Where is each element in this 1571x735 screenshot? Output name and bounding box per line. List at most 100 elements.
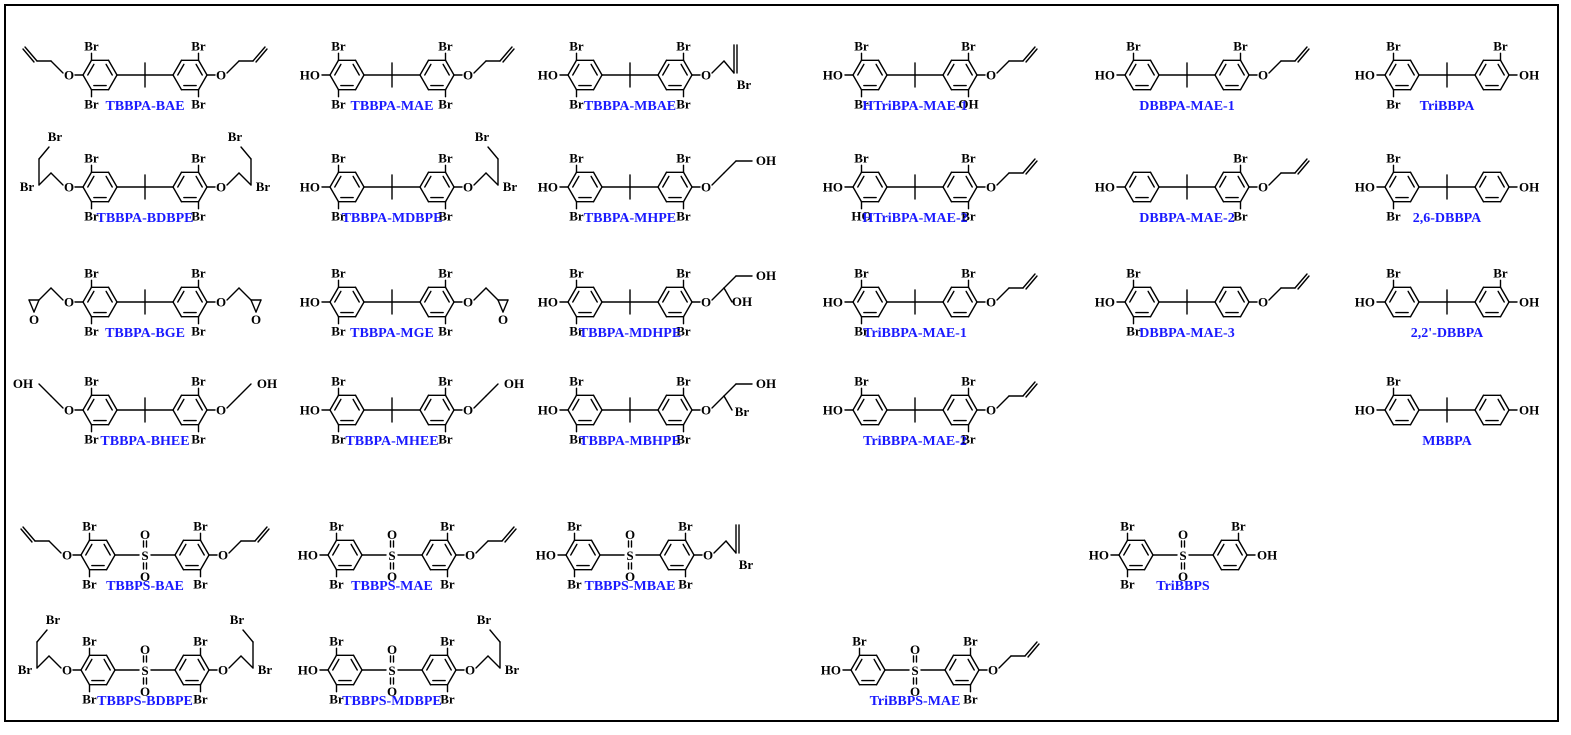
bromine-label: Br: [82, 577, 97, 592]
hydroxyl-label: HO: [298, 548, 318, 563]
compound-name-label: HTriBPA-MAE-1: [862, 99, 967, 114]
bromine-label: Br: [329, 577, 344, 592]
sulfonyl-oxygen-label: O: [910, 642, 920, 657]
bromine-label: Br: [1386, 38, 1401, 53]
compound-name-label: TBBPA-MDBPE: [342, 211, 443, 226]
bromine-label: Br: [569, 324, 584, 339]
bromine-label: Br: [84, 265, 99, 280]
bromine-label: Br: [676, 209, 691, 224]
bromine-label: Br: [676, 324, 691, 339]
bromine-label: Br: [329, 518, 344, 533]
compound-name-label: MBBPA: [1422, 434, 1472, 449]
ether-oxygen-label: O: [1258, 68, 1268, 83]
hydroxyl-label: OH: [756, 268, 776, 283]
compound-name-label: TBBPA-BHEE: [100, 434, 189, 449]
bromine-label: Br: [961, 373, 976, 388]
bromine-label: Br: [191, 432, 206, 447]
hydroxyl-label: OH: [257, 376, 277, 391]
bromine-label: Br: [961, 265, 976, 280]
hydroxyl-label: HO: [298, 663, 318, 678]
bromine-label: Br: [1233, 209, 1248, 224]
bromine-label: Br: [438, 432, 453, 447]
hydroxyl-label: HO: [300, 403, 320, 418]
bromine-label: Br: [191, 150, 206, 165]
hydroxyl-label: HO: [1095, 68, 1115, 83]
sulfonyl-oxygen-label: O: [140, 684, 150, 699]
hydroxyl-label: OH: [504, 376, 524, 391]
bromine-label: Br: [1386, 373, 1401, 388]
bromine-label: Br: [1120, 518, 1135, 533]
bromine-label: Br: [1126, 324, 1141, 339]
ether-oxygen-label: O: [465, 548, 475, 563]
bromine-label: Br: [569, 432, 584, 447]
bromine-label: Br: [1386, 265, 1401, 280]
ether-oxygen-label: O: [463, 295, 473, 310]
bromine-label: Br: [569, 373, 584, 388]
hydroxyl-label: HO: [1089, 548, 1109, 563]
compound-name-label: 2,2'-DBBPA: [1411, 326, 1484, 341]
bromine-label: Br: [84, 324, 99, 339]
bromine-label: Br: [193, 518, 208, 533]
compound-name-label: TriBBPS-MAE: [870, 694, 961, 709]
bromine-label: Br: [854, 324, 869, 339]
sulfonyl-oxygen-label: O: [387, 527, 397, 542]
ether-oxygen-label: O: [703, 548, 713, 563]
hydroxyl-label: OH: [756, 376, 776, 391]
sulfur-label: S: [388, 548, 395, 563]
hydroxyl-label: HO: [538, 295, 558, 310]
compound-name-label: TriBBPS: [1156, 579, 1210, 594]
ether-oxygen-label: O: [64, 180, 74, 195]
compound-name-label: TBBPA-MGE: [350, 326, 434, 341]
bromine-label: Br: [854, 97, 869, 112]
ether-oxygen-label: O: [64, 295, 74, 310]
ether-oxygen-label: O: [1258, 180, 1268, 195]
bromine-label: Br: [329, 692, 344, 707]
compound-name-label: TBBPS-MDBPE: [342, 694, 442, 709]
bromine-label: Br: [331, 150, 346, 165]
bromine-label: Br: [230, 612, 245, 627]
sulfonyl-oxygen-label: O: [625, 569, 635, 584]
sulfonyl-oxygen-label: O: [140, 642, 150, 657]
bromine-label: Br: [1120, 577, 1135, 592]
ether-oxygen-label: O: [701, 180, 711, 195]
bromine-label: Br: [961, 38, 976, 53]
compound-name-label: DBBPA-MAE-1: [1139, 99, 1234, 114]
bromine-label: Br: [475, 129, 490, 144]
bromine-label: Br: [1493, 38, 1508, 53]
compound-name-label: TBBPA-MDHPE: [579, 326, 681, 341]
compound-name-label: TBBPA-BAE: [105, 99, 184, 114]
ether-oxygen-label: O: [988, 663, 998, 678]
ether-oxygen-label: O: [218, 663, 228, 678]
bromine-label: Br: [258, 662, 273, 677]
bromine-label: Br: [84, 432, 99, 447]
sulfonyl-oxygen-label: O: [1178, 527, 1188, 542]
hydroxyl-label: HO: [821, 663, 841, 678]
hydroxyl-label: OH: [1519, 295, 1539, 310]
hydroxyl-label: OH: [756, 153, 776, 168]
ether-oxygen-label: O: [1258, 295, 1268, 310]
bromine-label: Br: [1386, 209, 1401, 224]
bromine-label: Br: [191, 265, 206, 280]
bromine-label: Br: [331, 97, 346, 112]
hydroxyl-label: HO: [823, 68, 843, 83]
sulfur-label: S: [388, 663, 395, 678]
bromine-label: Br: [438, 38, 453, 53]
bromine-label: Br: [46, 612, 61, 627]
bromine-label: Br: [440, 518, 455, 533]
compound-name-label: TriBBPA: [1420, 99, 1476, 114]
compound-name-label: TBBPA-MHEE: [345, 434, 438, 449]
ether-oxygen-label: O: [216, 180, 226, 195]
hydroxyl-label: OH: [1519, 403, 1539, 418]
bromine-label: Br: [1493, 265, 1508, 280]
bromine-label: Br: [440, 633, 455, 648]
hydroxyl-label: OH: [1257, 548, 1277, 563]
epoxide-oxygen-label: O: [29, 312, 39, 327]
bromine-label: Br: [1233, 150, 1248, 165]
